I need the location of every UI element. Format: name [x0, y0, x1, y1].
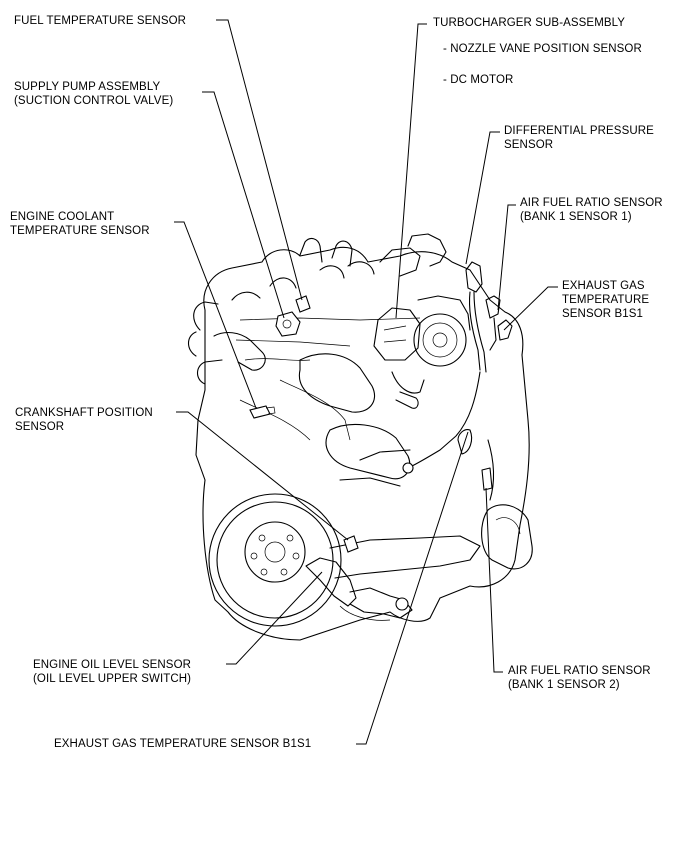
leader-crank: [176, 411, 349, 541]
label-differential-pressure-line2: SENSOR: [504, 139, 554, 151]
label-egt-right-line3: SENSOR B1S1: [562, 308, 643, 320]
leader-coolant: [174, 221, 257, 409]
label-afr-bank1-s2-line2: (BANK 1 SENSOR 2): [508, 679, 620, 691]
label-crankshaft-line2: SENSOR: [15, 421, 65, 433]
label-supply-pump-line1: SUPPLY PUMP ASSEMBLY: [14, 81, 161, 93]
leader-turbo: [395, 23, 427, 319]
leader-lines: [174, 19, 558, 745]
label-exhaust-gas-temp-bottom: EXHAUST GAS TEMPERATURE SENSOR B1S1: [54, 738, 312, 750]
label-coolant-line2: TEMPERATURE SENSOR: [10, 225, 150, 237]
leader-fuel-temp: [216, 19, 303, 301]
leader-afr1: [497, 204, 516, 311]
label-turbocharger-line1: TURBOCHARGER SUB-ASSEMBLY: [433, 17, 626, 29]
label-egt-right-line2: TEMPERATURE: [562, 294, 650, 306]
leader-diff-pressure: [465, 131, 500, 265]
label-turbocharger-line2: - NOZZLE VANE POSITION SENSOR: [443, 43, 642, 55]
leader-oil-level: [226, 571, 323, 665]
label-afr-bank1-s1-line1: AIR FUEL RATIO SENSOR: [520, 197, 663, 209]
label-oil-level-line1: ENGINE OIL LEVEL SENSOR: [33, 659, 192, 671]
label-fuel-temperature-sensor: FUEL TEMPERATURE SENSOR: [14, 15, 187, 27]
leader-supply-pump: [202, 91, 285, 319]
label-oil-level-line2: (OIL LEVEL UPPER SWITCH): [33, 673, 192, 685]
label-afr-bank1-s2-line1: AIR FUEL RATIO SENSOR: [508, 665, 651, 677]
label-crankshaft-line1: CRANKSHAFT POSITION: [15, 407, 153, 419]
engine-illustration: [187, 233, 533, 641]
leader-exhaust-bottom: [356, 431, 469, 745]
label-egt-right-line1: EXHAUST GAS: [562, 280, 645, 292]
label-afr-bank1-s1-line2: (BANK 1 SENSOR 1): [520, 211, 632, 223]
label-turbocharger-line3: - DC MOTOR: [443, 74, 514, 86]
leader-egt-right: [503, 286, 558, 331]
leader-afr2: [485, 487, 503, 673]
label-differential-pressure-line1: DIFFERENTIAL PRESSURE: [504, 125, 654, 137]
label-coolant-line1: ENGINE COOLANT: [10, 211, 115, 223]
label-supply-pump-line2: (SUCTION CONTROL VALVE): [14, 95, 174, 107]
